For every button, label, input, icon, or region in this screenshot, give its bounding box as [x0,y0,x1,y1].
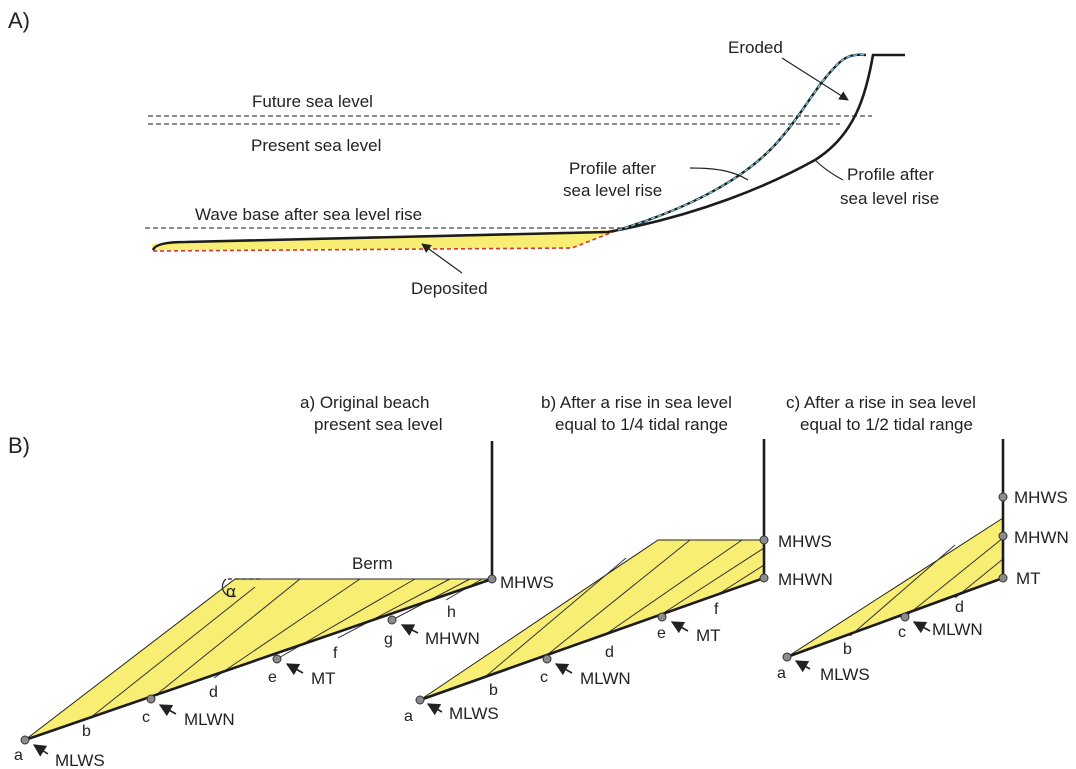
beach-b-mhwn: MHWN [778,570,833,589]
original-profile-line [151,53,905,251]
beach-a-point-c: c [142,709,150,726]
beach-b-point-a: a [404,708,413,725]
beach-a-point-h: h [447,604,456,621]
beach-b-markers [415,535,769,705]
panel-a-tag: A) [8,8,30,33]
beach-b-mlwn: MLWN [580,669,631,688]
beach-b-point-b: b [489,682,498,699]
present-sea-level-label: Present sea level [251,136,381,155]
eroded-label: Eroded [728,38,783,57]
beach-b-title-2: equal to 1/4 tidal range [555,415,728,434]
beach-b-point-c: c [540,669,548,686]
panel-b: B) a) Original beach present sea level α… [8,393,1069,769]
beach-c-mlwn: MLWN [932,620,983,639]
beach-a-mhwn: MHWN [425,629,480,648]
beach-a-title-1: a) Original beach [300,393,429,412]
beach-a-profile [24,577,493,742]
beach-a-mlwn: MLWN [184,710,235,729]
future-sea-level-label: Future sea level [252,92,373,111]
beach-b-title-1: b) After a rise in sea level [541,393,732,412]
alpha-arc [221,578,237,598]
beach-a-point-f: f [333,645,338,662]
beach-b-mlws: MLWS [449,704,499,723]
profile-after-b-leader [814,159,844,181]
beach-c-markers [782,492,1008,662]
beach-a-arrows [32,624,419,757]
beach-b-profile [419,576,765,702]
deposited-arrow [421,243,463,274]
new-profile-line [617,53,867,232]
profile-after-label-1: Profile after [569,159,656,178]
beach-c-profile [786,576,1004,659]
beach-c-mlws: MLWS [820,665,870,684]
profile-after-label-2: sea level rise [563,181,662,200]
panel-a: A) Future sea level Present sea level Wa… [8,8,939,298]
beach-b-hatch [484,539,765,678]
eroded-arrow [781,57,849,101]
beach-a: a) Original beach present sea level α Be… [14,393,554,769]
beach-c-mhws: MHWS [1014,488,1068,507]
beach-a-mt: MT [311,669,336,688]
beach-b-point-f: f [714,601,719,618]
berm-label: Berm [352,554,393,573]
alpha-label: α [226,582,236,601]
beach-a-markers [20,574,497,745]
beach-b-mt: MT [696,626,721,645]
beach-a-point-g: g [384,631,393,648]
beach-c-mhwn: MHWN [1014,528,1069,547]
beach-a-point-b: b [82,723,91,740]
profile-after-b-label-2: sea level rise [840,189,939,208]
profile-after-b-label-1: Profile after [847,165,934,184]
beach-c: c) After a rise in sea level equal to 1/… [777,393,1069,684]
beach-a-mlws: MLWS [55,751,105,769]
beach-c-title-1: c) After a rise in sea level [786,393,976,412]
beach-b-arrows [426,621,689,716]
beach-b: b) After a rise in sea level equal to 1/… [404,393,833,725]
beach-c-point-c: c [898,624,906,641]
beach-c-title-2: equal to 1/2 tidal range [800,415,973,434]
profile-after-leader [689,167,749,181]
beach-a-mhws: MHWS [500,573,554,592]
beach-c-point-d: d [955,599,964,616]
panel-b-tag: B) [8,433,30,458]
beach-b-point-e: e [657,625,666,642]
beach-a-title-2: present sea level [314,415,443,434]
beach-b-point-d: d [605,644,614,661]
beach-a-point-a: a [14,747,23,764]
beach-c-arrows [794,621,931,673]
beach-b-mhws: MHWS [778,532,832,551]
beach-c-mt: MT [1016,569,1041,588]
eroded-profile-line [617,53,867,231]
beach-c-point-b: b [843,641,852,658]
deposited-label: Deposited [411,279,488,298]
beach-a-point-d: d [209,684,218,701]
beach-a-point-e: e [268,669,277,686]
beach-c-point-a: a [777,665,786,682]
deposited-profile-line [152,229,619,252]
wave-base-label: Wave base after sea level rise [195,205,422,224]
